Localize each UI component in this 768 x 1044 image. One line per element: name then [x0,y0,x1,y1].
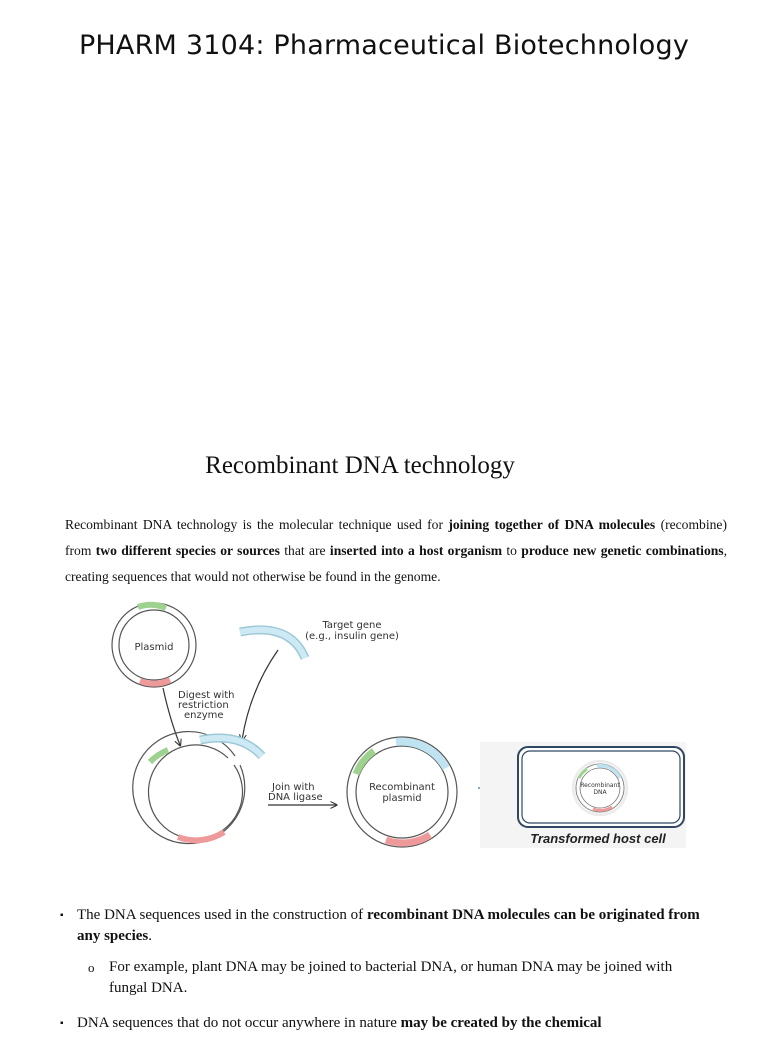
arrow-digest [162,687,180,745]
host-cell-icon: Recombinant DNA [480,742,686,848]
digest-label-3: enzyme [184,710,224,721]
square-bullet-icon: ▪ [60,910,64,921]
plasmid-label: Plasmid [134,642,173,653]
section-title: Recombinant DNA technology [205,452,515,479]
digest-label-2: restriction [178,700,229,711]
bullet-list: ▪ The DNA sequences used in the construc… [60,905,700,1044]
join-label-2: DNA ligase [268,792,323,803]
arrow-target [242,649,279,740]
target-gene-label-1: Target gene [321,620,381,631]
intro-paragraph: Recombinant DNA technology is the molecu… [65,512,727,590]
intro-text-2: (recombine) from [65,517,727,558]
target-gene-icon [239,625,310,660]
recombinant-label-1: Recombinant [369,782,435,793]
recombinant-plasmid-icon: Recombinant plasmid [346,736,458,848]
bullet-bold-3: may be created by the chemical [400,1015,602,1031]
course-title: PHARM 3104: Pharmaceutical Biotechnology [78,30,690,61]
circle-bullet-icon: o [88,960,95,975]
host-cell-caption: Transformed host cell [530,831,666,846]
intro-bold-2: two different species or sources [95,543,280,558]
plasmid-icon: Plasmid [111,601,197,688]
intro-bold-3: inserted into a host organism [329,543,503,558]
cell-label-1: Recombinant [580,782,620,789]
cut-plasmid-icon [132,731,266,845]
sub-bullet-item: o For example, plant DNA may be joined t… [60,957,700,999]
cell-label-2: DNA [593,789,607,796]
intro-text-5: , creating sequences that would not othe… [65,543,727,584]
bullet-bold-1: recombinant DNA molecules can be origina… [77,907,700,944]
bullet-text-3: DNA sequences that do not occur anywhere… [77,1015,401,1031]
intro-text-3: that are [279,543,330,558]
bullet-text-2: . [148,928,152,944]
intro-bold-1: joining together of DNA molecules [448,517,656,532]
recombinant-dna-diagram: Plasmid Target gene (e.g., insulin gene)… [111,601,686,848]
intro-bold-4: produce new genetic combinations [521,543,724,558]
intro-text-1: Recombinant DNA technology is the molecu… [65,517,449,532]
join-label-1: Join with [271,782,315,793]
recombinant-label-2: plasmid [382,793,421,804]
bullet-text-1: The DNA sequences used in the constructi… [77,907,367,923]
sub-bullet-text: For example, plant DNA may be joined to … [109,959,673,996]
digest-label-1: Digest with [178,690,235,701]
bullet-item: ▪ The DNA sequences used in the construc… [60,905,700,947]
intro-text-4: to [502,543,522,558]
target-gene-label-2: (e.g., insulin gene) [305,631,399,642]
